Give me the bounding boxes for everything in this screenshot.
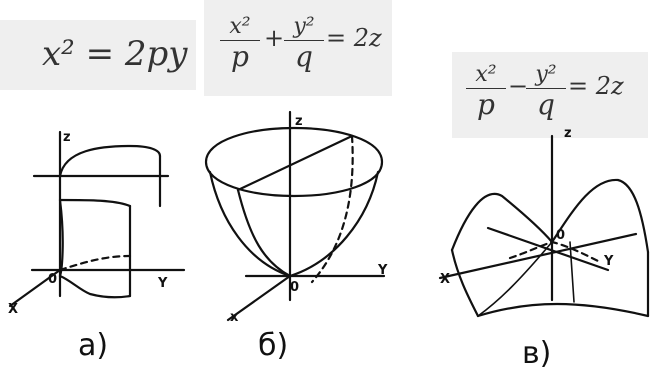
b-z-label: z bbox=[295, 114, 303, 129]
c-right-saddle-curve bbox=[550, 178, 650, 254]
equation-b-fraction-1: x² p bbox=[220, 14, 260, 73]
b-x-axis bbox=[226, 274, 292, 322]
equation-parabolic-cylinder: x² = 2py bbox=[42, 34, 188, 74]
equation-c-numerator-2: y² bbox=[526, 62, 566, 89]
b-top-ellipse bbox=[204, 126, 384, 198]
equation-b-fraction-2: y² q bbox=[284, 14, 324, 73]
a-z-label: z bbox=[63, 130, 71, 145]
a-x-axis bbox=[8, 268, 62, 308]
c-front-lower-curve bbox=[477, 241, 553, 317]
c-vertical-rib bbox=[569, 241, 575, 303]
elliptic-paraboloid-figure bbox=[204, 110, 386, 322]
b-origin-label: 0 bbox=[290, 280, 300, 295]
a-top-curve bbox=[58, 144, 162, 178]
c-origin-label: 0 bbox=[556, 228, 566, 243]
equation-b-denominator-2: q bbox=[295, 40, 313, 73]
c-left-side bbox=[450, 248, 480, 318]
c-y-axis bbox=[486, 226, 610, 272]
b-y-label: Y bbox=[378, 263, 388, 278]
c-x-axis bbox=[438, 232, 638, 280]
a-front-curve bbox=[58, 198, 132, 208]
parabolic-cylinder-figure bbox=[8, 130, 186, 308]
b-top-diagonal bbox=[236, 134, 354, 192]
equation-c-denominator-1: p bbox=[477, 88, 495, 121]
a-left-edge bbox=[58, 198, 64, 278]
equation-b-numerator-1: x² bbox=[220, 14, 260, 41]
c-y-label: Y bbox=[604, 254, 614, 269]
a-dashed-curve bbox=[58, 254, 132, 272]
equation-c-fraction-1: x² p bbox=[466, 62, 506, 121]
c-z-label: z bbox=[564, 126, 572, 141]
equation-c-minus: − bbox=[508, 72, 529, 100]
b-x-label: x bbox=[230, 310, 239, 325]
a-origin-label: 0 bbox=[48, 272, 58, 287]
c-dashed-parabola bbox=[508, 240, 602, 264]
b-right-profile bbox=[288, 170, 380, 278]
a-y-label: Y bbox=[158, 276, 168, 291]
caption-c: в) bbox=[522, 336, 552, 371]
caption-a: а) bbox=[78, 328, 109, 363]
equation-band-b bbox=[204, 0, 392, 96]
equation-b-denominator-1: p bbox=[231, 40, 249, 73]
a-x-label: X bbox=[8, 302, 19, 317]
caption-b: б) bbox=[258, 328, 289, 363]
equation-c-fraction-2: y² q bbox=[526, 62, 566, 121]
equation-b-rhs: = 2z bbox=[326, 24, 382, 52]
equation-band-c bbox=[452, 52, 648, 138]
c-front-edge bbox=[476, 302, 650, 318]
c-x-label: X bbox=[440, 272, 451, 287]
equation-c-rhs: = 2z bbox=[568, 72, 624, 100]
equation-b-numerator-2: y² bbox=[284, 14, 324, 41]
equation-b-plus: + bbox=[264, 24, 285, 52]
c-left-saddle-curve bbox=[450, 193, 554, 252]
b-front-meridian bbox=[236, 188, 292, 278]
equation-band-a bbox=[0, 20, 196, 90]
equation-c-numerator-1: x² bbox=[466, 62, 506, 89]
hyperbolic-paraboloid-figure bbox=[438, 134, 650, 318]
a-bottom-curve bbox=[58, 274, 132, 299]
equation-c-denominator-2: q bbox=[537, 88, 555, 121]
b-back-meridian bbox=[310, 134, 354, 284]
b-left-profile bbox=[208, 170, 292, 278]
